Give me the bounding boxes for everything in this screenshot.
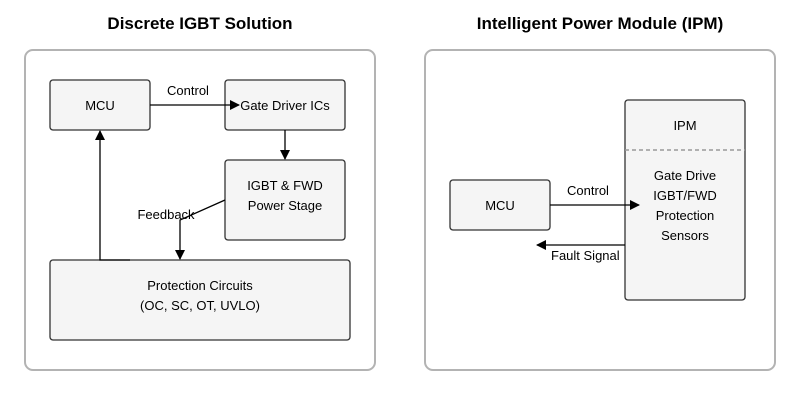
- ipm-line-gate-drive: Gate Drive: [654, 168, 716, 183]
- left-mcu-label: MCU: [85, 98, 115, 113]
- protection-to-mcu-arrow: [95, 130, 130, 261]
- power-stage-label-line2: Power Stage: [248, 198, 322, 213]
- feedback-label: Feedback: [137, 207, 195, 222]
- right-mcu-label: MCU: [485, 198, 515, 213]
- right-control-label: Control: [567, 183, 609, 198]
- ipm-header-label: IPM: [673, 118, 696, 133]
- protection-label-line1: Protection Circuits: [147, 278, 253, 293]
- ipm-line-protection: Protection: [656, 208, 715, 223]
- power-stage-label-line1: IGBT & FWD: [247, 178, 323, 193]
- left-control-label: Control: [167, 83, 209, 98]
- fault-signal-label: Fault Signal: [551, 248, 620, 263]
- ipm-line-igbt-fwd: IGBT/FWD: [653, 188, 717, 203]
- protection-label-line2: (OC, SC, OT, UVLO): [140, 298, 260, 313]
- left-title: Discrete IGBT Solution: [107, 14, 292, 33]
- ipm-line-sensors: Sensors: [661, 228, 709, 243]
- feedback-arrow: [175, 199, 226, 260]
- protection-circuits-box: [49, 259, 351, 341]
- right-title: Intelligent Power Module (IPM): [477, 14, 724, 33]
- gate-driver-label: Gate Driver ICs: [240, 98, 330, 113]
